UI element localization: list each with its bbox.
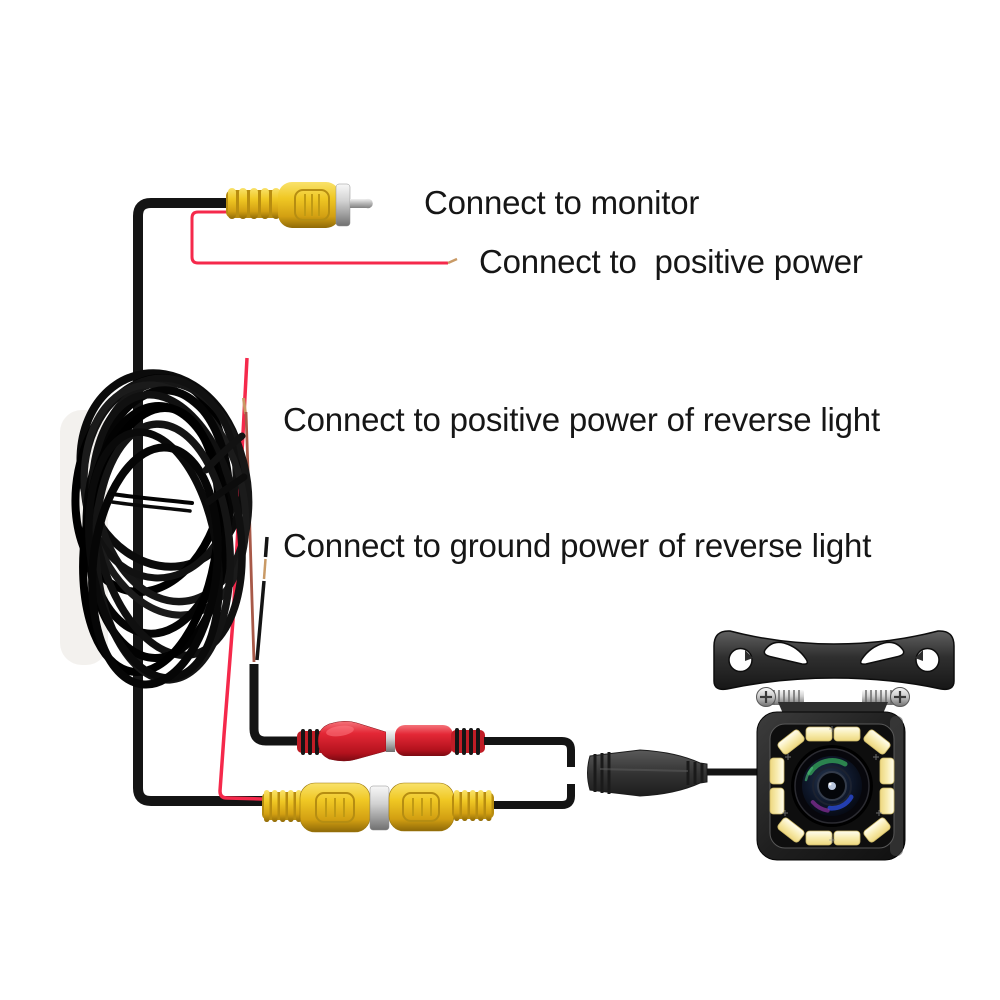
- mounting-bracket: [713, 630, 955, 691]
- label-connect-reverse-light-positive: Connect to positive power of reverse lig…: [283, 401, 880, 438]
- label-connect-reverse-light-ground: Connect to ground power of reverse light: [283, 527, 872, 564]
- camera-lens: [791, 745, 873, 827]
- reverse-positive-wire: [218, 357, 263, 801]
- rca-video-plug: [226, 182, 373, 228]
- power-connector-pair: [297, 721, 485, 762]
- camera-body: [756, 711, 906, 861]
- bracket-screw-left: [756, 687, 804, 707]
- solder-plus-marks: [782, 726, 882, 843]
- label-connect-to-positive-power: Connect to positive power: [479, 243, 863, 280]
- main-video-cable: [133, 198, 265, 806]
- rca-video-connector-pair: [262, 782, 494, 833]
- label-connect-to-monitor: Connect to monitor: [424, 184, 700, 221]
- positive-power-wire: [190, 210, 458, 265]
- reverse-ground-wire: [255, 536, 269, 661]
- camera-pigtail-cable: [249, 664, 300, 746]
- power-branch-cable: [484, 737, 575, 767]
- cable-coil: [71, 369, 253, 689]
- led-ring: [769, 726, 895, 846]
- bracket-screw-right: [862, 687, 910, 707]
- y-splitter-boot: [587, 749, 708, 797]
- video-branch-cable: [494, 784, 575, 809]
- rca-pin: [350, 199, 368, 208]
